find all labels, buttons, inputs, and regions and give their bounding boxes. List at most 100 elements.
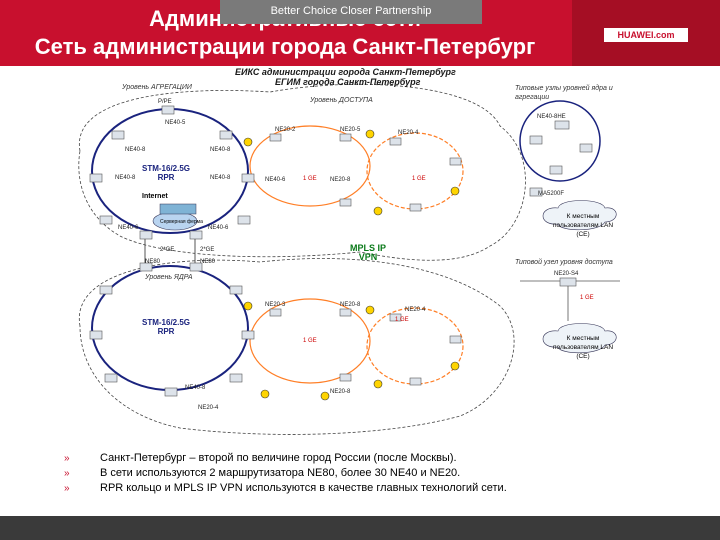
- router-node: [237, 215, 251, 225]
- router-node: [139, 262, 153, 272]
- bullet-text: RPR кольцо и MPLS IP VPN используются в …: [100, 482, 507, 494]
- router-node: [269, 308, 282, 317]
- server-rack-icon: [159, 203, 197, 215]
- bullet-text: В сети используются 2 маршрутизатора NE8…: [100, 467, 461, 479]
- router-node: [449, 157, 462, 166]
- node-ne20-s4: NE20-S4: [554, 271, 579, 277]
- router-node: [139, 230, 153, 240]
- lan-cloud-top: [542, 200, 617, 231]
- node-ne40-6-a: NE40-6: [118, 225, 139, 231]
- lan-cloud-bottom: [542, 323, 617, 354]
- page-subtitle: Сеть администрации города Санкт-Петербур…: [34, 34, 536, 59]
- typical-agg-nodes: [529, 120, 593, 197]
- network-diagram: ЕИКС администрации города Санкт-Петербур…: [60, 66, 660, 441]
- node-ne40-8-c: NE40-8: [115, 175, 136, 181]
- node-ne80-b: NE80: [200, 259, 216, 265]
- router-node: [229, 373, 243, 383]
- access-ring-2: [366, 132, 464, 210]
- router-node: [164, 387, 178, 397]
- bullet-arrow-icon: »: [64, 453, 70, 464]
- interface-marker: [260, 389, 270, 399]
- router-node: [189, 262, 203, 272]
- bullet-list: » Санкт-Петербург – второй по величине г…: [64, 452, 704, 497]
- diagram-title: ЕИКС администрации города Санкт-Петербур…: [235, 67, 456, 77]
- access-nodes: [269, 133, 462, 386]
- router-node: [219, 130, 233, 140]
- bullet-text: Санкт-Петербург – второй по величине гор…: [100, 452, 457, 464]
- diagram-subtitle: ЕГИМ города Санкт-Петербург: [275, 77, 421, 87]
- node-ne40-6-b: NE40-6: [208, 225, 229, 231]
- interface-markers: [243, 129, 460, 401]
- interface-marker: [243, 137, 253, 147]
- node-ne20-8-b: NE20-8: [340, 302, 361, 308]
- level-access-label: Уровень ДОСТУПА: [310, 97, 373, 104]
- node-ne20-5-a: NE20-5: [340, 127, 361, 133]
- router-node: [339, 198, 352, 207]
- footer-tagline-box: [220, 0, 482, 24]
- node-ne20-3: NE20-3: [265, 302, 286, 308]
- access-ring-3: [249, 298, 371, 384]
- ge-label-1: 1 GE: [303, 176, 317, 182]
- node-ne20-8-c: NE20-8: [330, 389, 351, 395]
- router-nodes-top: [89, 105, 255, 240]
- level-core-label: Уровень ЯДРА: [145, 274, 193, 281]
- level-aggregation-label: Уровень АГРЕГАЦИИ: [122, 84, 192, 91]
- router-node: [269, 133, 282, 142]
- node-ne40-8-d: NE40-8: [210, 175, 231, 181]
- interface-marker: [373, 379, 383, 389]
- ge-access: 1 GE: [580, 295, 594, 301]
- bullet-item: » Санкт-Петербург – второй по величине г…: [64, 452, 704, 467]
- router-node: [161, 105, 175, 115]
- interface-marker: [373, 206, 383, 216]
- mpls-label: MPLS IP VPN: [350, 243, 387, 262]
- router-node: [339, 373, 352, 382]
- interface-marker: [450, 186, 460, 196]
- router-node: [559, 277, 577, 287]
- router-node: [549, 165, 563, 175]
- router-node: [339, 308, 352, 317]
- router-node: [111, 130, 125, 140]
- node-ne40-5: NE40-5: [165, 120, 186, 126]
- interface-marker: [450, 361, 460, 371]
- node-ne40-8he: NE40-8HE: [537, 114, 566, 120]
- internet-label: Internet: [142, 193, 168, 200]
- router-node: [529, 187, 543, 197]
- node-ne20-4-a: NE20-4: [398, 130, 419, 136]
- node-ne20-2: NE20-2: [275, 127, 296, 133]
- ring-bottom-label: STM-16/2.5G RPR: [142, 318, 191, 336]
- router-node: [99, 215, 113, 225]
- typical-agg-title: Типовые узлы уровней ядра и агрегации: [515, 85, 613, 101]
- access-ring-4: [366, 307, 464, 385]
- router-node: [579, 143, 593, 153]
- footer-bar: [0, 516, 720, 540]
- typical-agg-ring: [519, 100, 601, 182]
- bullet-item: » RPR кольцо и MPLS IP VPN используются …: [64, 482, 704, 497]
- router-node: [229, 285, 243, 295]
- router-nodes-bottom: [89, 262, 255, 397]
- node-ne40-8-a: NE40-8: [125, 147, 146, 153]
- node-ne40-8-b: NE40-8: [210, 147, 231, 153]
- router-node: [389, 313, 402, 322]
- router-node: [189, 230, 203, 240]
- lan-label-top: К местным пользователям LAN (CE): [552, 213, 614, 238]
- bullet-arrow-icon: »: [64, 483, 70, 494]
- ge2-label-1: 2*GE: [160, 247, 175, 253]
- network-diagram-svg: [78, 83, 620, 435]
- router-node: [409, 203, 422, 212]
- router-node: [89, 173, 103, 183]
- huawei-logo: HUAWEI.com: [604, 28, 688, 42]
- lan-label-bottom: К местным пользователям LAN (CE): [552, 335, 614, 360]
- router-node: [449, 335, 462, 344]
- node-ne20-8-a: NE20-8: [330, 177, 351, 183]
- router-node: [554, 120, 570, 130]
- server-farm-label: Серверная ферма: [160, 219, 203, 225]
- router-node: [529, 135, 543, 145]
- node-ne20-4-b: NE20-4: [405, 307, 426, 313]
- node-ne80-a: NE80: [145, 259, 161, 265]
- interface-marker: [243, 301, 253, 311]
- access-ring-1: [249, 125, 371, 207]
- ge-label-3: 1 GE: [303, 338, 317, 344]
- typical-access-title: Типовой узел уровня доступа: [515, 259, 613, 266]
- router-node: [409, 377, 422, 386]
- router-node: [99, 285, 113, 295]
